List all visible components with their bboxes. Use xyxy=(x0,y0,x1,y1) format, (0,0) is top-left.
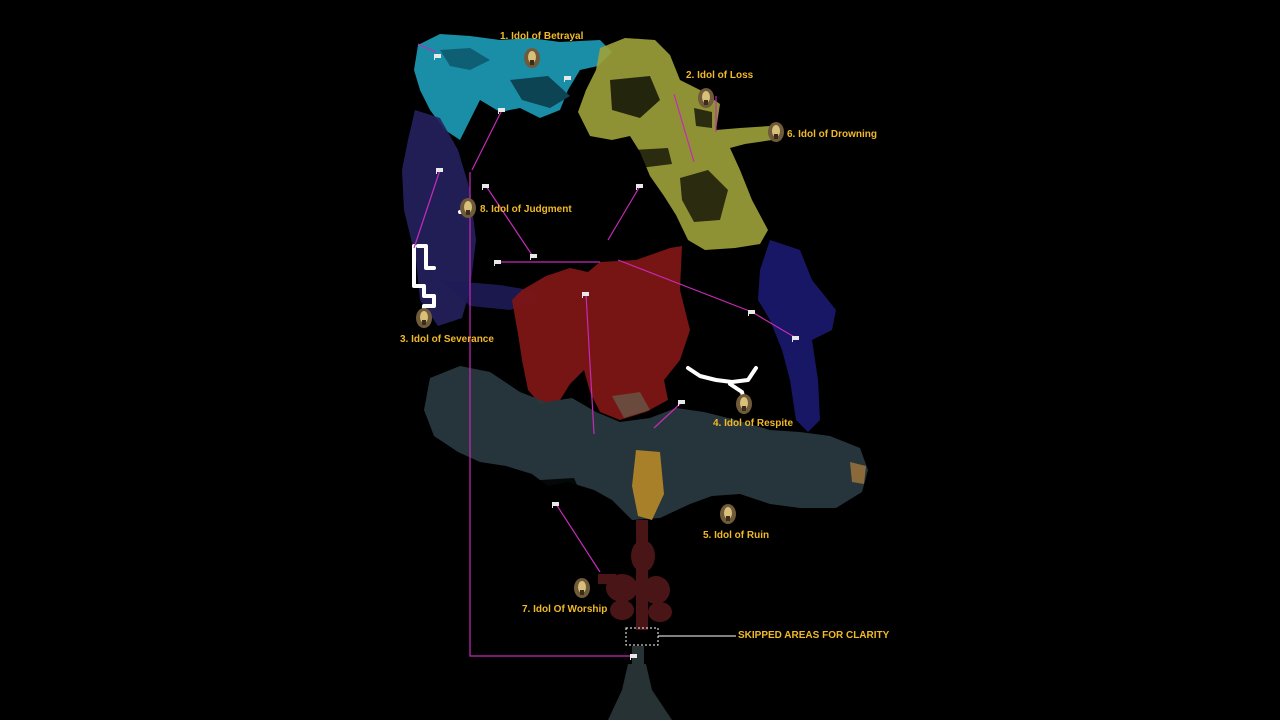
top-right-zone xyxy=(578,38,772,250)
skipped-areas-legend: SKIPPED AREAS FOR CLARITY xyxy=(625,627,890,646)
legend-box xyxy=(625,627,659,646)
idol-icon xyxy=(698,88,714,108)
bottom-chambers xyxy=(598,520,672,630)
idol-label-loss: 2. Idol of Loss xyxy=(686,70,754,81)
lower-cave xyxy=(424,366,868,520)
idol-icon xyxy=(460,198,476,218)
top-left-zone xyxy=(414,34,612,140)
idol-label-judgment: 8. Idol of Judgment xyxy=(480,204,572,215)
idol-icon xyxy=(768,122,784,142)
legend-label: SKIPPED AREAS FOR CLARITY xyxy=(738,630,890,641)
central-zone xyxy=(512,246,690,420)
idol-label-drowning: 6. Idol of Drowning xyxy=(787,129,877,140)
idol-icon xyxy=(416,308,432,328)
entrance xyxy=(608,646,672,720)
path-lines xyxy=(413,43,797,657)
idol-labels: 1. Idol of Betrayal 2. Idol of Loss 3. I… xyxy=(400,31,877,615)
idol-label-respite: 4. Idol of Respite xyxy=(713,418,793,429)
idol-icon xyxy=(736,394,752,414)
idol-label-severance: 3. Idol of Severance xyxy=(400,334,494,345)
idol-label-betrayal: 1. Idol of Betrayal xyxy=(500,31,584,42)
idol-label-worship: 7. Idol Of Worship xyxy=(522,604,607,615)
idol-icon xyxy=(720,504,736,524)
idol-icon xyxy=(574,578,590,598)
idol-icon xyxy=(524,48,540,68)
idol-label-ruin: 5. Idol of Ruin xyxy=(703,530,769,541)
